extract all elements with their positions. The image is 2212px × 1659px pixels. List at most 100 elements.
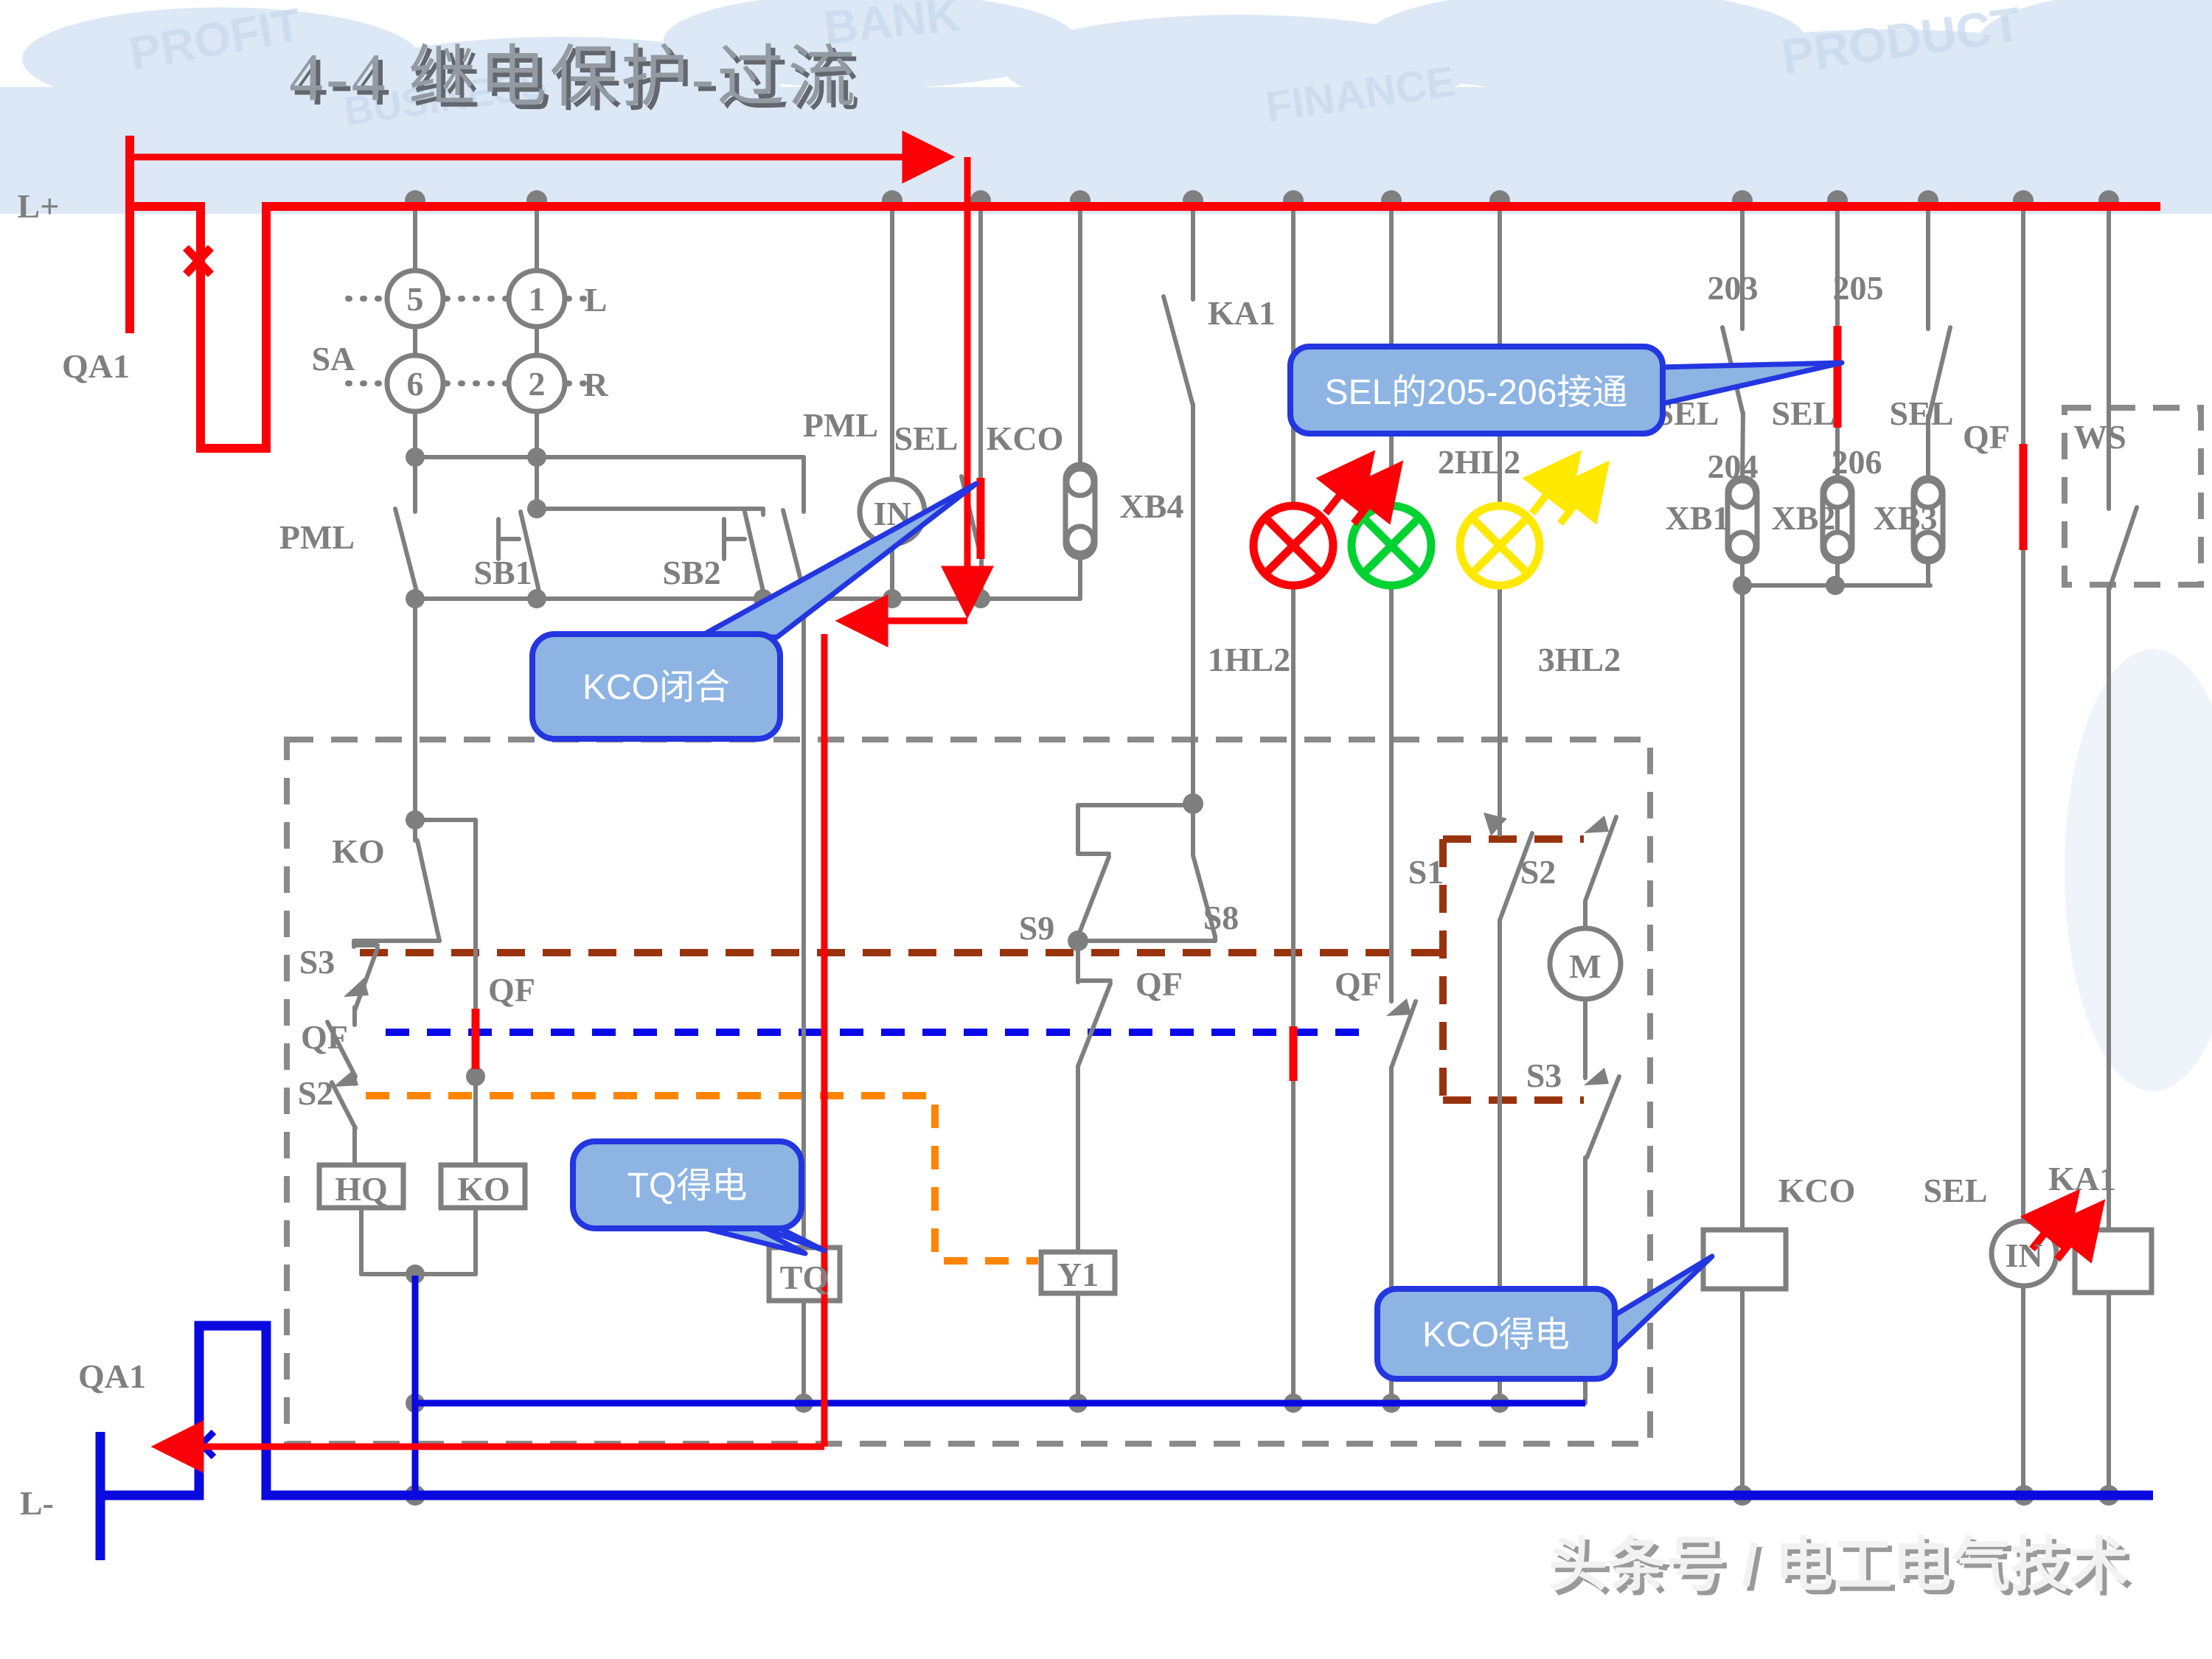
watermark: 头条号 / 电工电气技术 头条号 / 电工电气技术 [1548, 1532, 2133, 1602]
label-xb2: XB2 [1772, 499, 1836, 537]
xb1-link [1725, 475, 1760, 565]
s1-contact [1498, 831, 1534, 922]
xb2-link [1820, 475, 1855, 565]
l-plus-bus-line [130, 202, 2160, 453]
label-sa-2: 2 [529, 365, 546, 403]
label-ka1-coil: KA1 [2048, 1160, 2116, 1197]
label-s3-right: S3 [1526, 1057, 1562, 1094]
lamp-1hl2-symbol [1249, 501, 1338, 590]
label-sa-1: 1 [529, 280, 546, 318]
label-tq-coil: TQ [780, 1259, 829, 1296]
label-sb2: SB2 [662, 554, 720, 591]
y1-coil-box [1038, 1249, 1118, 1296]
label-sel-c3: SEL [1890, 394, 1954, 432]
callout-tq [570, 1138, 804, 1231]
label-ko-coil: KO [457, 1170, 510, 1208]
label-qa1-top: QA1 [62, 347, 130, 385]
label-qf-3: QF [1135, 965, 1183, 1003]
pml-left-contact [393, 507, 420, 597]
label-sa-l: L [585, 281, 608, 319]
label-ws: WS [2073, 418, 2126, 456]
label-s2-left: S2 [298, 1074, 334, 1112]
label-s9: S9 [1019, 909, 1055, 947]
label-kco-contact: KCO [987, 420, 1064, 457]
ko-contact-blade [415, 838, 442, 943]
lamp-2hl2-symbol [1347, 501, 1436, 590]
label-xb1: XB1 [1666, 499, 1730, 537]
callout-kco-closed [529, 631, 783, 742]
label-qf-4: QF [1335, 965, 1382, 1003]
label-node-204: 204 [1708, 448, 1759, 485]
label-pml-right: PML [803, 406, 878, 444]
qf-4-contact [1389, 999, 1418, 1070]
callout-kco-energized-text: KCO得电 [1422, 1315, 1570, 1354]
sa-switch [345, 268, 587, 414]
ws-contact [2107, 505, 2139, 591]
label-lamp-1hl2: 1HL2 [1208, 641, 1290, 678]
label-sa-6: 6 [407, 365, 424, 403]
page-title-shadow: 4-4 继电保护-过流 [293, 44, 863, 119]
callout-sel205 [1287, 344, 1666, 437]
label-node-203: 203 [1708, 269, 1759, 307]
label-xb3: XB3 [1874, 499, 1938, 537]
l-minus-bus-line [100, 1321, 2153, 1500]
label-sel-bottom: SEL [1924, 1172, 1988, 1209]
lamp-1hl2-lit-arrows [1315, 450, 1404, 526]
label-l-plus: L+ [18, 187, 60, 225]
lamp-3hl2-symbol [1455, 501, 1544, 590]
label-hq-coil: HQ [335, 1170, 388, 1208]
contact-operation-arrows [333, 813, 1609, 1087]
kco-coil-box [1700, 1227, 1789, 1292]
mechanical-links [360, 835, 1584, 1265]
sel-3-contact [1927, 325, 1952, 420]
label-s3-left: S3 [299, 943, 335, 981]
sb1-contact [518, 509, 542, 597]
ws-dashed-box [2062, 405, 2204, 588]
control-zone-dashed-box [284, 737, 1653, 1447]
ko-coil-box [438, 1162, 528, 1211]
label-s8: S8 [1203, 899, 1239, 936]
callout-sel205-text: SEL的205-206接通 [1325, 373, 1628, 412]
ka1-contact-blade [1161, 294, 1195, 408]
lamp-3hl2-lit-arrows [1522, 450, 1610, 526]
watermark-text: 头条号 / 电工电气技术 [1548, 1532, 2129, 1598]
callout-kco-closed-text: KCO闭合 [582, 668, 730, 707]
label-pml-left: PML [279, 518, 355, 556]
hq-coil-box [316, 1162, 406, 1211]
indicator-arrows [1315, 450, 2106, 1264]
xb4-link [1062, 462, 1098, 560]
label-sel-in-top: SEL [894, 420, 959, 457]
negative-bus [95, 1276, 2153, 1560]
page-title: 4-4 继电保护-过流 4-4 继电保护-过流 [289, 40, 863, 119]
label-node-205: 205 [1833, 269, 1884, 307]
label-motor-m: M [1569, 947, 1601, 985]
s2-left-contact [330, 1080, 358, 1130]
label-ko-contact: KO [332, 832, 385, 870]
junction-dots [405, 190, 2119, 1506]
label-xb4: XB4 [1120, 487, 1184, 525]
label-ka1-contact: KA1 [1208, 294, 1276, 332]
label-s1: S1 [1408, 853, 1444, 891]
callout-pointer-kco-energized [1609, 1253, 1715, 1355]
xb-links [1062, 462, 1946, 565]
current-path-arrows [129, 131, 994, 1473]
closed-contact-marks [471, 326, 2028, 1081]
xb3-link [1910, 475, 1946, 565]
s2-right-contact [1583, 815, 1618, 903]
label-lamp-2hl2: 2HL2 [1438, 443, 1520, 481]
page-title-text: 4-4 继电保护-过流 [289, 40, 858, 115]
label-sb1: SB1 [473, 554, 532, 591]
ka1-coil-box [2072, 1227, 2154, 1295]
sb2-contact [742, 509, 766, 597]
label-sa-5: 5 [407, 280, 424, 318]
watermark-shadow: 头条号 / 电工电气技术 [1553, 1537, 2133, 1602]
link-orange [366, 1092, 1038, 1265]
s3-left-contact [353, 946, 380, 1011]
label-sel-c2: SEL [1772, 394, 1836, 432]
label-node-206: 206 [1832, 443, 1882, 481]
label-qf-right: QF [1963, 418, 2010, 456]
